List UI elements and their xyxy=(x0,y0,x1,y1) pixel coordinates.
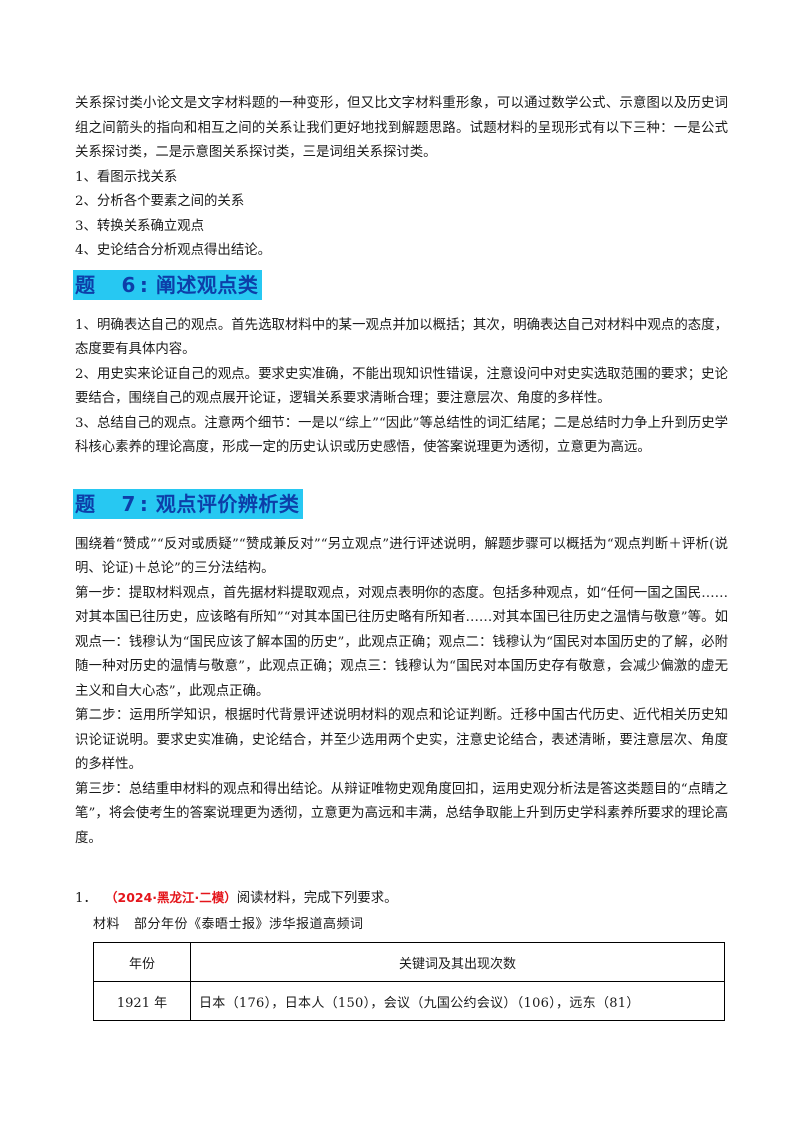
section-6-item: 1、明确表达自己的观点。首先选取材料中的某一观点并加以概括；其次，明确表达自己对… xyxy=(75,317,728,358)
material-caption: 部分年份《泰晤士报》涉华报道高频词 xyxy=(134,917,364,932)
material-label: 材料 xyxy=(93,917,121,932)
section-7-item: 第二步：运用所学知识，根据时代背景评述说明材料的观点和论证判断。迁移中国古代历史… xyxy=(75,708,728,772)
intro-step: 1、看图示找关系 xyxy=(75,169,178,185)
question-1: 1． （2024·黑龙江·二模）阅读材料，完成下列要求。 xyxy=(75,887,728,910)
heading-prefix: 题 xyxy=(75,491,96,516)
heading-number: 7 xyxy=(121,491,136,516)
table-cell-keywords: 日本（176），日本人（150），会议（九国公约会议）（106），远东（81） xyxy=(190,981,725,1021)
table-header-keywords: 关键词及其出现次数 xyxy=(190,942,725,982)
section-6-item: 3、总结自己的观点。注意两个细节：一是以“综上”“因此”等总结性的词汇结尾；二是… xyxy=(75,415,728,456)
intro-step: 2、分析各个要素之间的关系 xyxy=(75,194,245,209)
heading-number: 6 xyxy=(121,272,136,297)
section-7-item: 围绕着“赞成”“反对或质疑”“赞成兼反对”“另立观点”进行评述说明，解题步骤可以… xyxy=(75,536,728,577)
intro-paragraph: 关系探讨类小论文是文字材料题的一种变形，但又比文字材料重形象，可以通过数学公式、… xyxy=(75,96,728,160)
question-number: 1． xyxy=(75,891,97,906)
heading-prefix: 题 xyxy=(75,272,96,297)
heading-title: : 阐述观点类 xyxy=(139,272,259,297)
table-row: 1921 年 日本（176），日本人（150），会议（九国公约会议）（106），… xyxy=(93,981,725,1021)
section-7-item: 第一步：提取材料观点，首先据材料提取观点，对观点表明你的态度。包括多种观点，如“… xyxy=(75,585,728,699)
table-header-row: 年份 关键词及其出现次数 xyxy=(93,942,725,982)
intro-step: 3、转换关系确立观点 xyxy=(75,218,205,234)
material-caption-line: 材料部分年份《泰晤士报》涉华报道高频词 xyxy=(93,914,728,936)
table-header-year: 年份 xyxy=(93,942,191,982)
table-cell-year: 1921 年 xyxy=(93,981,191,1021)
section-6-item: 2、用史实来论证自己的观点。要求史实准确，不能出现知识性错误，注意设问中对史实选… xyxy=(75,366,728,407)
heading-title: : 观点评价辨析类 xyxy=(139,491,300,516)
question-source: （2024·黑龙江·二模） xyxy=(105,890,237,905)
keyword-table: 年份 关键词及其出现次数 1921 年 日本（176），日本人（150），会议（… xyxy=(93,942,725,1021)
section-7-item: 第三步：总结重申材料的观点和得出结论。从辩证唯物史观角度回扣，运用史观分析法是答… xyxy=(75,781,728,846)
question-prompt: 阅读材料，完成下列要求。 xyxy=(236,891,398,906)
intro-step: 4、史论结合分析观点得出结论。 xyxy=(75,243,271,258)
